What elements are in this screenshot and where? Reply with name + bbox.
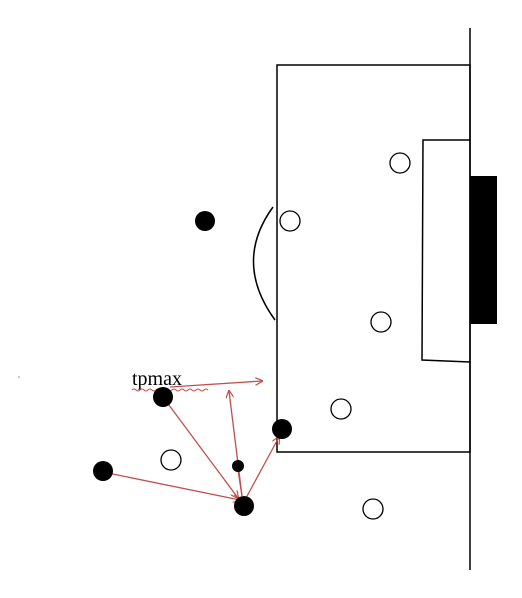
player-filled — [272, 419, 292, 439]
penalty-arc — [252, 206, 276, 321]
player-open — [279, 210, 301, 232]
six-yard-box — [421, 139, 471, 363]
player-filled — [195, 211, 215, 231]
player-open — [389, 152, 411, 174]
player-open — [370, 311, 392, 333]
goal — [470, 176, 497, 324]
tpmax-label: tpmax — [132, 368, 182, 390]
player-filled — [153, 387, 173, 407]
player-filled — [234, 496, 254, 516]
pitch-lines — [252, 28, 471, 570]
player-filled-small — [232, 460, 244, 472]
pass-arrows — [102, 381, 279, 500]
arrow-top-to-center — [162, 396, 238, 498]
penalty-area — [276, 64, 471, 453]
player-filled — [93, 461, 113, 481]
team-b-players — [160, 152, 411, 520]
player-open — [362, 498, 384, 520]
arrow-tpmax — [169, 381, 262, 388]
team-a-players — [93, 211, 292, 516]
player-open — [330, 398, 352, 420]
player-open — [160, 449, 182, 471]
arrow-left-to-center — [102, 471, 240, 500]
arrow-small-to-center — [237, 469, 243, 497]
arrow-center-to-right — [245, 437, 279, 499]
stray-dot — [18, 376, 20, 378]
